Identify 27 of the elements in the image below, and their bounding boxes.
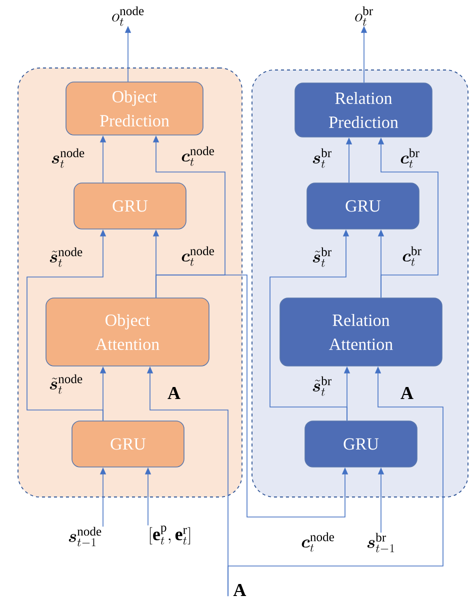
edge-label: $\tilde{\bm{s}}_t^{\mathrm{br}}$ [312, 376, 332, 396]
math-label: $\mathbf{A}$ [233, 584, 246, 596]
process-box: GRU [306, 182, 420, 230]
edge-label: $\mathbf{A}$ [168, 387, 180, 399]
math-label: $\bm{s}_{t-1}^{\mathrm{node}}$ [68, 526, 102, 546]
edge-label: $\mathbf{A}$ [400, 387, 414, 399]
process-box: GRU [72, 420, 184, 468]
edge-label: $\bm{c}_t^{\mathrm{node}}$ [182, 246, 214, 266]
process-box: GRU [304, 420, 418, 468]
process-box: Object Prediction [66, 82, 204, 136]
edge-label: $\bm{s}_t^{\mathrm{node}}$ [52, 148, 84, 168]
process-box: Object Attention [46, 298, 210, 366]
edge-label: $\tilde{\bm{s}}_t^{\mathrm{br}}$ [312, 247, 332, 267]
edge-label: $\bm{c}_t^{\mathrm{node}}$ [302, 532, 334, 552]
math-label: $[\mathbf{e}_t^{\mathrm{p}},\mathbf{e}_t^{\mathrm{r}}]$ [150, 526, 190, 545]
edge-label: $\tilde{\bm{s}}_t^{\mathrm{node}}$ [50, 374, 82, 394]
edge-label: $\bm{c}_t^{\mathrm{node}}$ [182, 146, 214, 166]
math-label: $\bm{s}_{t-1}^{\mathrm{br}}$ [367, 532, 394, 552]
edge-label: $\tilde{\bm{s}}_t^{\mathrm{node}}$ [50, 247, 82, 267]
process-box: GRU [74, 182, 186, 230]
process-box: Relation Attention [280, 298, 442, 366]
math-label: $o_t^{\mathrm{node}}$ [112, 6, 144, 26]
edge-label: $\bm{c}_t^{\mathrm{br}}$ [402, 246, 422, 266]
edge-label: $\bm{c}_t^{\mathrm{br}}$ [400, 148, 420, 168]
process-box: Relation Prediction [294, 82, 432, 138]
edge-label: $\bm{s}_t^{\mathrm{br}}$ [312, 148, 332, 168]
math-label: $o_t^{\mathrm{br}}$ [355, 6, 373, 26]
